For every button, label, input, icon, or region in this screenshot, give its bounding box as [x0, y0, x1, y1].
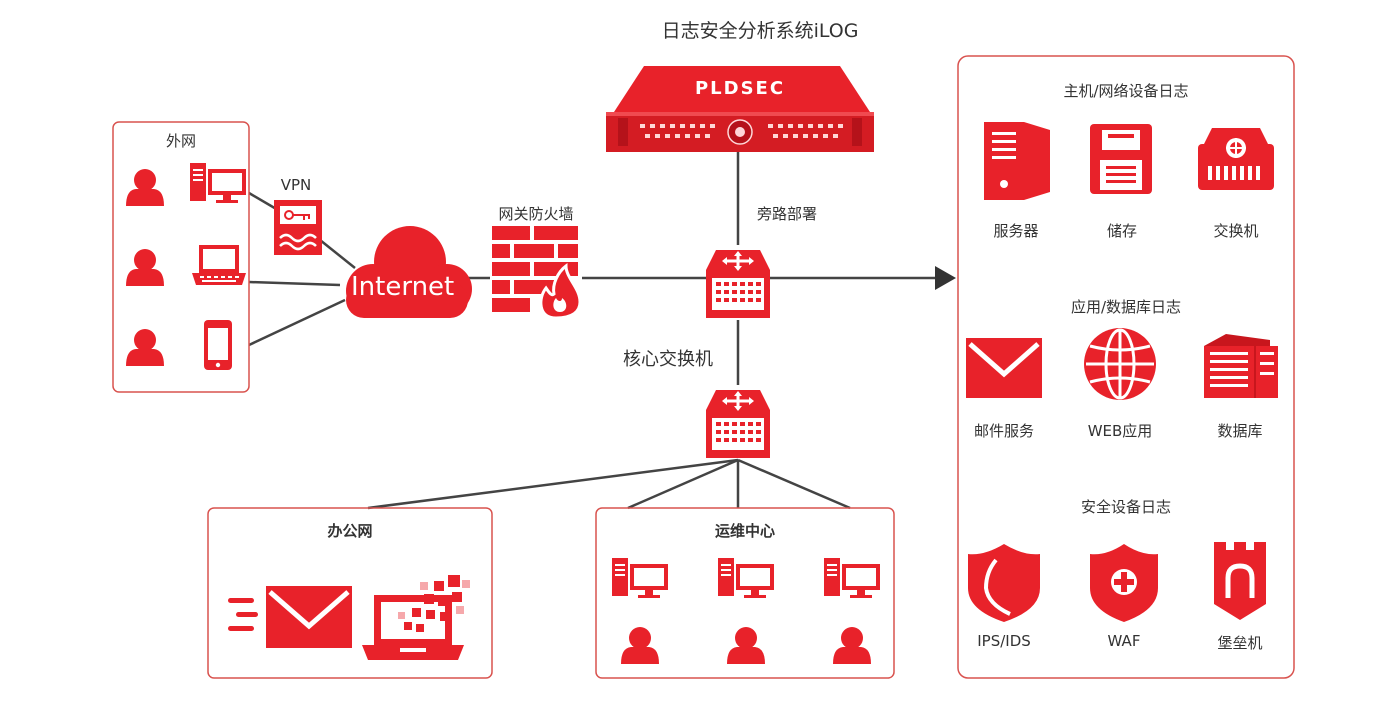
log-item-label: 交换机 [1213, 222, 1259, 240]
line-external-internet [248, 280, 341, 287]
ops-user-icon [833, 627, 871, 664]
logs-frame [957, 55, 1295, 679]
office-network-title: 办公网 [327, 522, 373, 540]
ops-pc-icon [824, 558, 880, 598]
access-switch-icon [704, 388, 772, 460]
ops-center-title: 运维中心 [714, 522, 776, 540]
laptop-icon [192, 245, 246, 285]
log-item-label: 储存 [1106, 222, 1138, 240]
host-logs-title: 主机/网络设备日志 [1063, 82, 1189, 100]
log-item-label: WEB应用 [1087, 422, 1153, 440]
switch-icon [1198, 128, 1274, 190]
internet-cloud-icon [346, 226, 472, 318]
ops-pc-icon [612, 558, 668, 598]
user-icon [126, 169, 164, 206]
storage-icon [1090, 124, 1152, 194]
waf-shield-icon [1090, 544, 1158, 622]
arrow-head [935, 266, 956, 290]
office-mail-icon [228, 586, 352, 648]
office-frame [207, 507, 493, 679]
line-external-vpn [248, 191, 279, 212]
mobile-phone-icon [204, 320, 232, 370]
ops-frame [595, 507, 895, 679]
ops-user-icon [621, 627, 659, 664]
ops-user-icon [727, 627, 765, 664]
external-network-title: 外网 [165, 132, 197, 150]
user-icon [126, 249, 164, 286]
line-switch2-ops-left [627, 458, 739, 510]
server-icon [984, 122, 1050, 200]
shield-icon [968, 544, 1040, 622]
mail-icon [966, 338, 1042, 398]
line-mobile-internet [248, 298, 346, 347]
log-item-label: 堡垒机 [1217, 634, 1263, 652]
security-logs-title: 安全设备日志 [1080, 498, 1172, 516]
appliance-brand-label: PLDSEC [694, 78, 786, 99]
desktop-pc-icon [190, 163, 246, 203]
globe-icon [1084, 328, 1156, 400]
internet-label: Internet [351, 272, 455, 302]
user-icon [126, 329, 164, 366]
bastion-icon [1214, 542, 1266, 620]
app-logs-title: 应用/数据库日志 [1070, 298, 1182, 316]
vpn-label: VPN [280, 176, 312, 194]
database-icon [1204, 334, 1278, 398]
office-laptop-icon [362, 575, 470, 660]
diagram-title: 日志安全分析系统iLOG [661, 20, 859, 42]
line-vpn-internet [319, 239, 356, 269]
log-item-label: IPS/IDS [977, 632, 1031, 650]
log-item-label: 邮件服务 [973, 422, 1035, 440]
core-switch-icon [704, 248, 772, 320]
core-switch-label: 核心交换机 [623, 349, 713, 370]
connection-lines [248, 152, 935, 510]
ops-pc-icon [718, 558, 774, 598]
log-item-label: 服务器 [993, 222, 1039, 240]
firewall-label: 网关防火墙 [498, 205, 574, 223]
log-item-label: 数据库 [1217, 422, 1263, 440]
external-frame [112, 121, 250, 393]
log-item-label: WAF [1107, 632, 1141, 650]
firewall-icon [492, 226, 582, 320]
line-switch2-office [367, 458, 739, 510]
pldsec-appliance-icon [606, 66, 874, 152]
line-switch2-ops-right [737, 458, 851, 510]
vpn-gateway-icon [274, 200, 322, 255]
bypass-label: 旁路部署 [757, 205, 818, 223]
